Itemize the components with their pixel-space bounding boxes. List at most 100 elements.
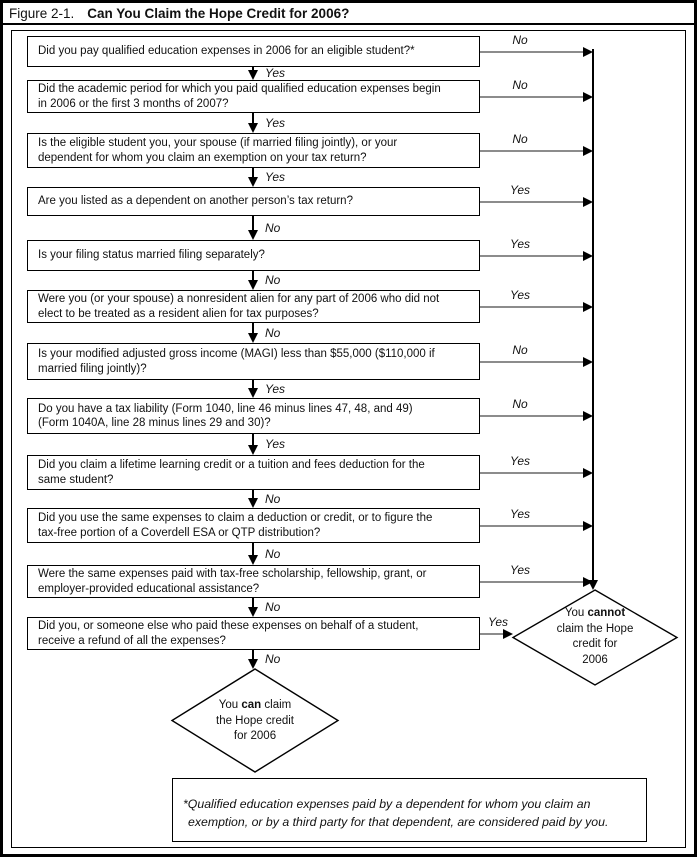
down-arrowhead-icon [248,607,258,617]
title-separator-line [0,23,697,25]
side-arrow-label: Yes [509,182,530,197]
down-arrow-label: No [265,325,281,340]
down-arrowhead-icon [248,659,258,669]
question-text: Are you listed as a dependent on another… [38,195,353,208]
down-arrow-label: Yes [265,115,286,130]
side-arrowhead-icon [503,628,513,639]
question-text: Did you claim a lifetime learning credit… [38,459,425,486]
side-arrow-label: No [512,77,528,92]
down-arrow-line [252,380,254,388]
down-arrowhead-icon [248,333,258,343]
down-arrow-label: Yes [265,170,286,184]
question-text: Is the eligible student you, your spouse… [38,137,398,164]
side-arrow-line [480,50,583,53]
side-arrowhead-icon [583,250,593,261]
side-arrowhead-icon [583,411,593,421]
diamond-text-line: the Hope credit [172,714,338,730]
side-arrowhead-icon [583,356,593,367]
side-arrow-label: No [512,32,528,47]
question-box: Is your modified adjusted gross income (… [27,343,480,380]
question-box: Did you, or someone else who paid these … [27,617,480,650]
diamond-text-segment: for 2006 [233,730,277,742]
question-box: Were you (or your spouse) a nonresident … [27,290,480,323]
down-arrow-label: Yes [265,66,286,80]
side-arrow-line [480,580,583,583]
question-text: Did you use the same expenses to claim a… [38,512,433,539]
diamond-text-line: 2006 [513,653,677,669]
down-arrow-line [252,271,254,280]
diamond-text-line: for 2006 [172,729,338,745]
down-arrow-line [252,323,254,333]
down-arrow-line [252,598,254,607]
diamond-text-line: credit for [513,637,677,653]
side-arrowhead-icon [583,301,593,312]
down-arrow-label: No [265,652,281,666]
question-box: Did you claim a lifetime learning credit… [27,455,480,490]
question-text: Did you pay qualified education expenses… [38,45,415,58]
down-arrow-line [252,543,254,555]
diamond-text-line: claim the Hope [513,622,677,638]
side-arrow-line [480,305,583,308]
question-box: Are you listed as a dependent on another… [27,187,480,216]
question-text: Did the academic period for which you pa… [38,83,441,110]
question-box: Do you have a tax liability (Form 1040, … [27,398,480,434]
down-arrow-line [252,490,254,498]
side-arrow-label: No [512,397,528,411]
down-arrowhead-icon [248,555,258,565]
question-box: Is your filing status married filing sep… [27,240,480,271]
question-box: Did the academic period for which you pa… [27,80,480,113]
down-arrow-line [252,216,254,230]
down-arrow-line [252,434,254,445]
down-arrow-label: Yes [265,437,286,451]
question-text: Were the same expenses paid with tax-fre… [38,568,427,595]
diamond-text-segment: You [218,699,242,711]
footnote-line-1: *Qualified education expenses paid by a … [183,797,591,811]
question-box: Did you pay qualified education expenses… [27,36,480,67]
question-box: Is the eligible student you, your spouse… [27,133,480,168]
diamond-text-line: You can claim [172,698,338,714]
side-arrow-label: Yes [509,287,530,302]
figure-title: Can You Claim the Hope Credit for 2006? [87,5,350,21]
down-arrow-label: No [265,273,281,287]
question-box: Were the same expenses paid with tax-fre… [27,565,480,598]
down-arrowhead-icon [248,280,258,290]
question-box: Did you use the same expenses to claim a… [27,508,480,543]
cannot-claim-diamond-shape [511,589,679,686]
side-arrowhead-icon [583,467,593,478]
diamond-text-segment: claim [261,699,292,711]
side-arrowhead-icon [583,520,593,531]
down-arrow-label: Yes [265,381,286,396]
side-arrow-line [480,149,583,152]
down-arrowhead-icon [248,123,258,133]
collector-arrowhead-icon [588,580,598,590]
figure-titlebar: Figure 2-1. Can You Claim the Hope Credi… [9,4,349,22]
down-arrow-line [252,650,254,659]
down-arrow-label: No [265,600,281,614]
side-arrow-line [480,200,583,203]
collector-line [592,49,594,581]
side-arrow-line [480,95,583,98]
side-arrow-label: Yes [487,614,508,629]
down-arrowhead-icon [248,70,258,80]
side-arrow-line [480,254,583,257]
diamond-text-segment: claim the Hope [556,622,634,635]
down-arrow-label: No [265,546,281,561]
down-arrow-line [252,113,254,123]
side-arrowhead-icon [583,145,593,156]
diamond-text-line: You cannot [513,606,677,622]
side-arrowhead-icon [583,196,593,207]
side-arrow-line [480,632,503,635]
down-arrowhead-icon [248,230,258,240]
side-arrow-line [480,524,583,527]
down-arrowhead-icon [248,498,258,508]
side-arrow-label: No [512,342,528,357]
down-arrow-line [252,67,254,70]
side-arrow-label: Yes [509,453,530,468]
down-arrowhead-icon [248,388,258,398]
can-claim-diamond-shape [170,668,340,773]
down-arrow-label: No [265,220,281,235]
down-arrow-line [252,168,254,177]
diamond-text-segment: credit for [572,638,618,650]
